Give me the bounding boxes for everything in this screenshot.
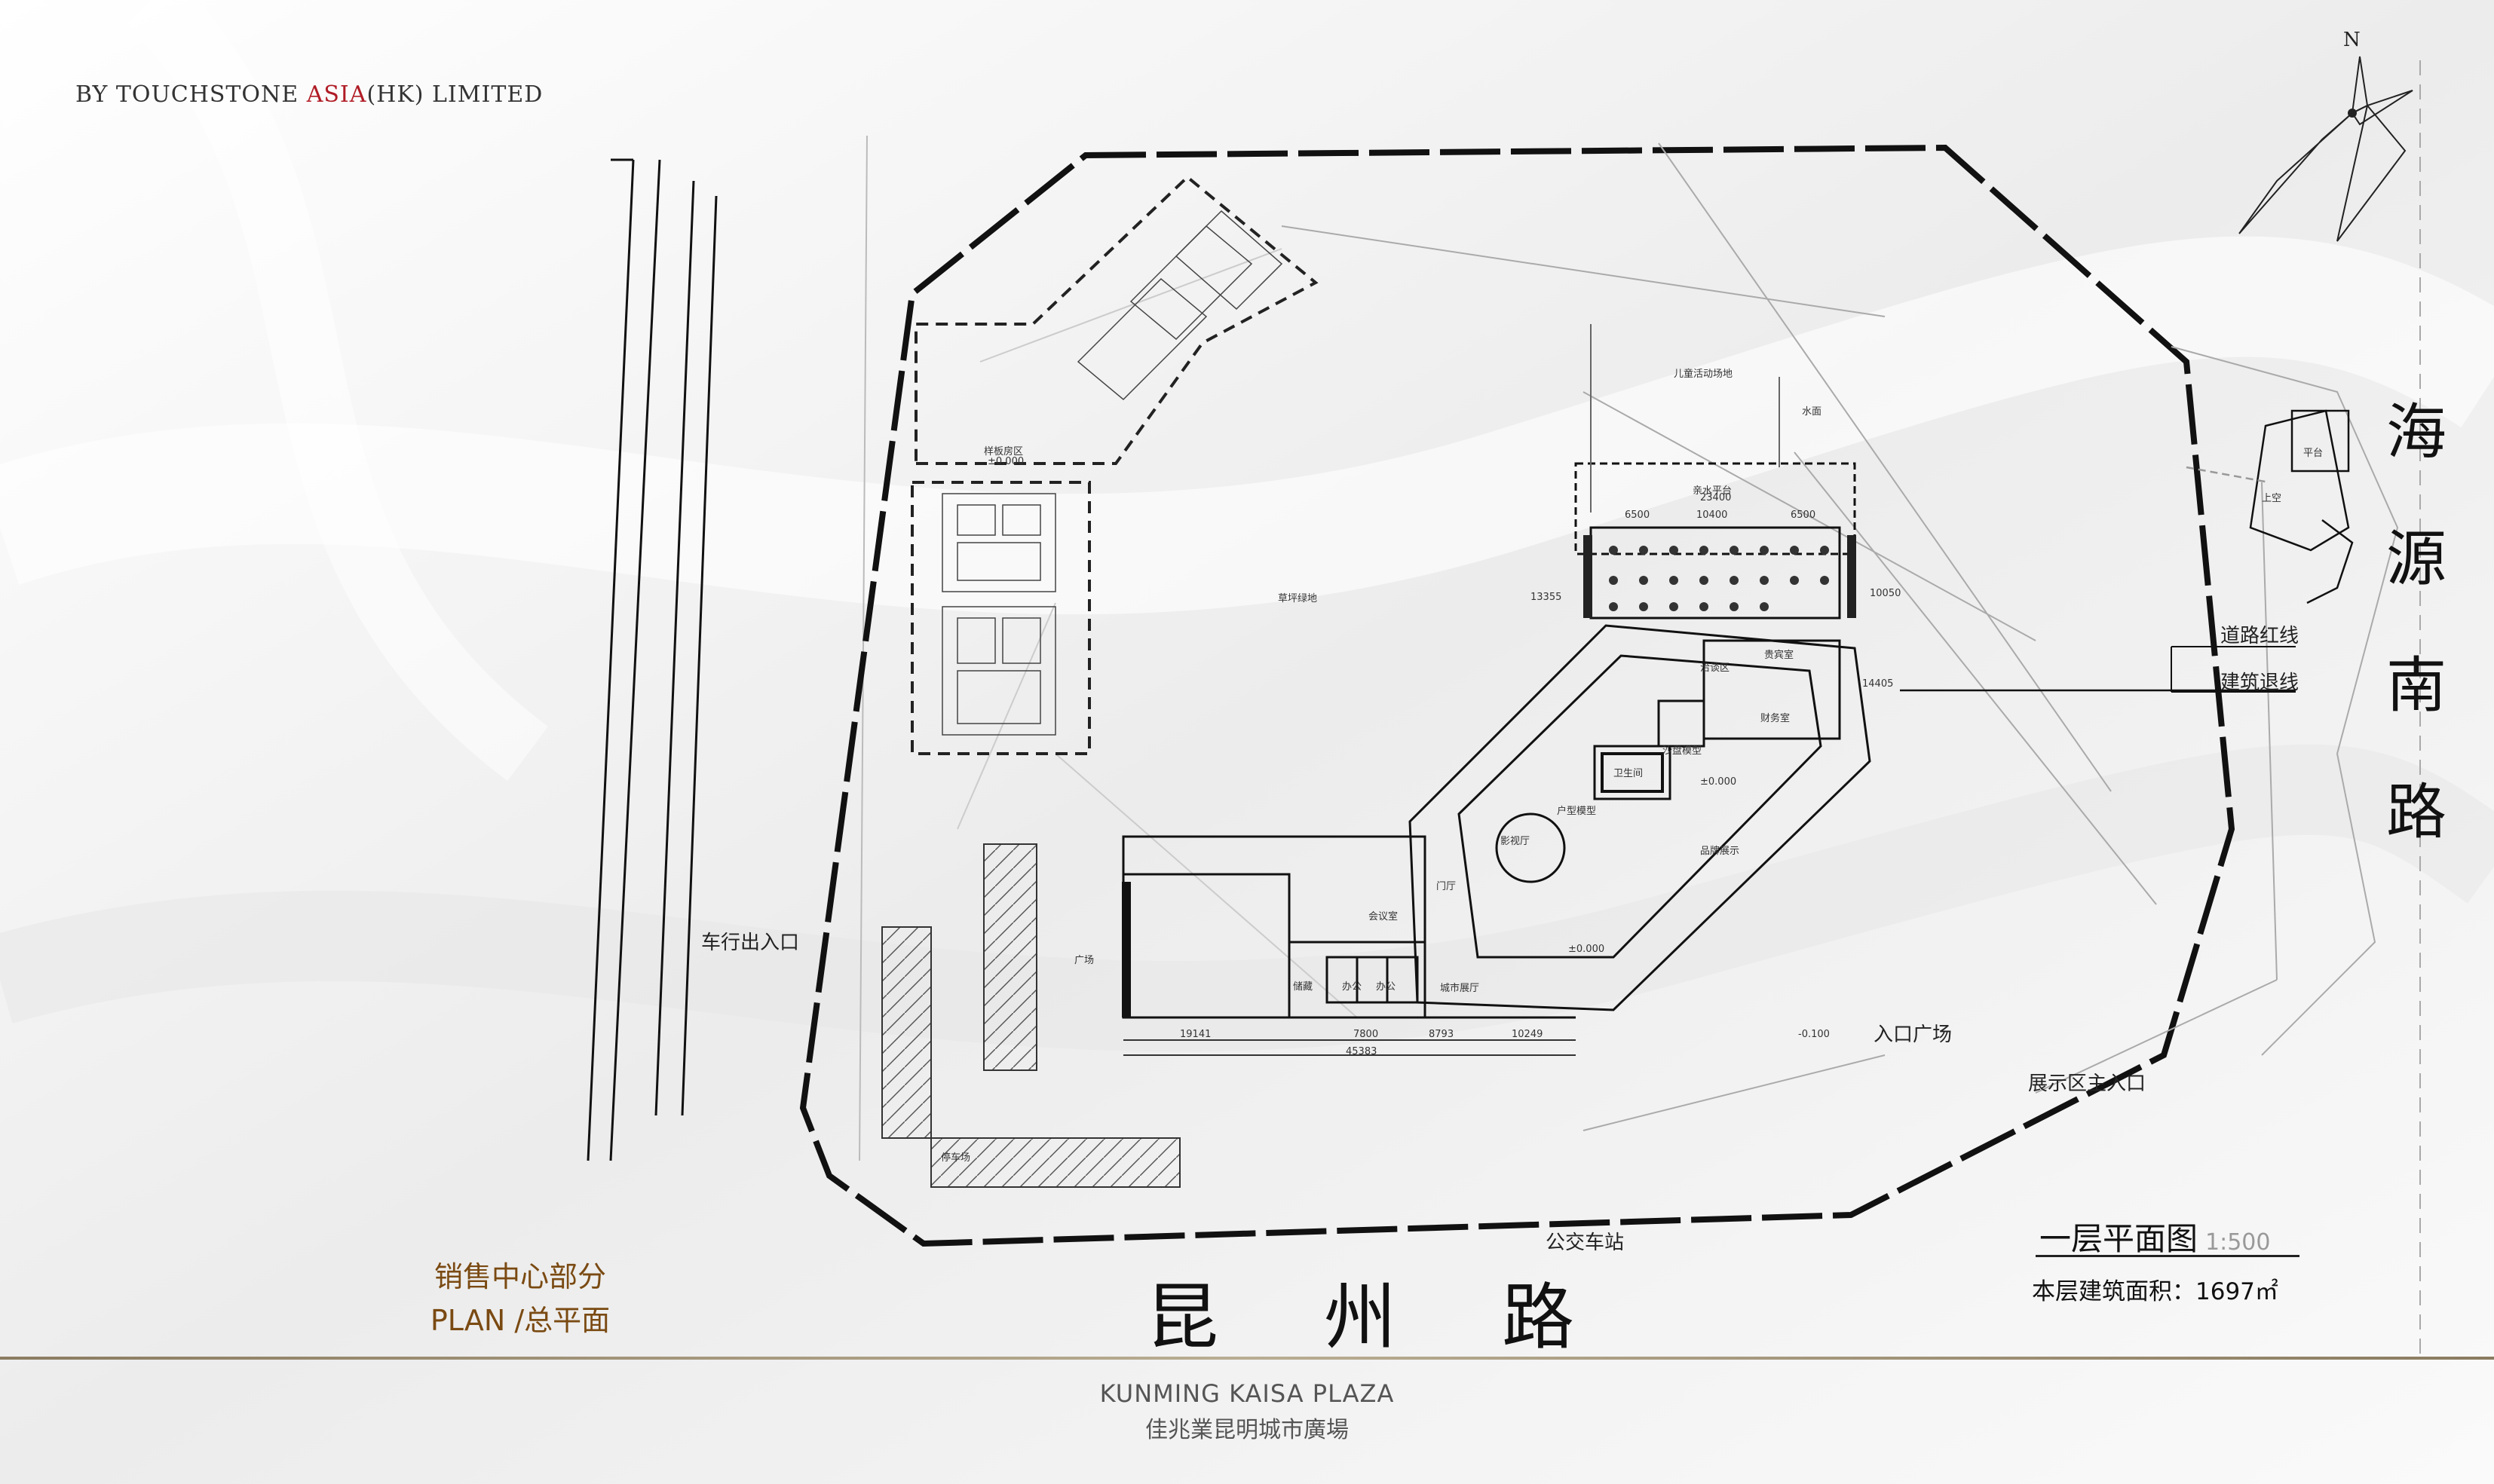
dimension-label: 23400	[1700, 492, 1732, 503]
label-road-red-line: 道路红线	[2220, 625, 2299, 647]
label-entrance-plaza: 入口广场	[1874, 1024, 1953, 1046]
road-name-east: 海源南路	[2386, 397, 2447, 847]
label-reception: 品牌展示	[1700, 846, 1740, 857]
company-name-post: (HK) LIMITED	[366, 81, 544, 108]
road-name-south: 昆州路	[1146, 1275, 1680, 1360]
label-viewpoint: 平台	[2303, 448, 2324, 459]
label-meeting: 会议室	[1368, 911, 1399, 923]
floor-title-text: 一层平面图	[2039, 1220, 2198, 1257]
label-vehicle-entrance: 车行出入口	[701, 932, 800, 954]
sample-area-boundary	[915, 175, 1319, 465]
label-elevation-entry: ±0.000	[1700, 776, 1737, 788]
label-upper: 上空	[2262, 493, 2282, 504]
section-title-line1: 销售中心部分	[434, 1260, 606, 1293]
parking-south	[930, 1137, 1181, 1188]
dimension-label: 45383	[1346, 1046, 1377, 1057]
label-model: 沙盘模型	[1662, 745, 1702, 757]
label-office-1: 办公	[1342, 981, 1362, 993]
label-bus-stop: 公交车站	[1546, 1232, 1625, 1254]
floor-scale: 1:500	[2205, 1229, 2271, 1256]
label-lawn: 草坪绿地	[1278, 593, 1318, 604]
dimension-label: 8793	[1429, 1029, 1454, 1040]
dimension-label: 10249	[1512, 1029, 1543, 1040]
label-water: 水面	[1802, 406, 1822, 418]
label-parking: 停车场	[941, 1152, 971, 1164]
label-unit-model: 户型模型	[1557, 806, 1597, 817]
west-road-lines	[587, 158, 718, 1161]
parking-west	[983, 843, 1037, 1071]
label-elevation-plaza: ±0.000	[1568, 944, 1605, 955]
dimension-label: 6500	[1791, 509, 1816, 521]
parking-southwest	[881, 926, 932, 1139]
label-children-area: 儿童活动场地	[1674, 369, 1733, 380]
label-city-hall: 城市展厅	[1440, 983, 1480, 994]
company-header: BY TOUCHSTONE ASIA(HK) LIMITED	[75, 81, 543, 108]
footer-project-en: KUNMING KAISA PLAZA	[1099, 1379, 1395, 1408]
label-water-platform: 亲水平台	[1693, 485, 1733, 497]
dimension-label: 10050	[1870, 588, 1901, 599]
label-office-2: 办公	[1376, 981, 1396, 993]
label-foyer: 门厅	[1436, 881, 1457, 892]
dimension-label: 6500	[1625, 509, 1650, 521]
label-storage: 储藏	[1293, 981, 1313, 993]
dimension-label: 14405	[1862, 678, 1894, 690]
label-elevation-low: -0.100	[1798, 1029, 1830, 1040]
footer-project-cn: 佳兆業昆明城市廣場	[1145, 1417, 1349, 1443]
label-plaza: 广场	[1074, 955, 1095, 966]
site-boundary	[799, 144, 2235, 1247]
east-pavilion	[2186, 409, 2354, 604]
dimension-label: 10400	[1696, 509, 1728, 521]
label-sand-table: 卫生间	[1613, 768, 1644, 779]
dimension-label: 13355	[1530, 592, 1562, 603]
floor-plan-title: 一层平面图 1:500	[2039, 1213, 2270, 1259]
north-arrow	[2238, 56, 2413, 242]
label-vip: 贵宾室	[1764, 650, 1794, 661]
label-elevation-top: ±0.000	[988, 456, 1025, 467]
floor-title-underline	[2036, 1255, 2299, 1257]
label-negotiation: 洽谈区	[1700, 662, 1730, 674]
footer-rule	[0, 1357, 2494, 1360]
label-exhibition-entrance: 展示区主入口	[2028, 1072, 2146, 1095]
label-finance: 财务室	[1760, 713, 1791, 724]
company-name-red: ASIA	[306, 81, 367, 108]
north-label: N	[2343, 29, 2361, 51]
section-title: 销售中心部分 PLAN /总平面	[362, 1255, 679, 1342]
section-title-line2: PLAN /总平面	[430, 1304, 611, 1337]
dimension-label: 7800	[1353, 1029, 1379, 1040]
dimension-label: 19141	[1180, 1029, 1212, 1040]
company-name-pre: BY TOUCHSTONE	[75, 81, 307, 108]
label-av-room: 影视厅	[1500, 836, 1530, 847]
label-sample-area: 样板房区	[984, 446, 1024, 457]
label-setback-line: 建筑退线	[2220, 672, 2299, 694]
floor-area: 本层建筑面积：1697㎡	[2032, 1278, 2278, 1305]
